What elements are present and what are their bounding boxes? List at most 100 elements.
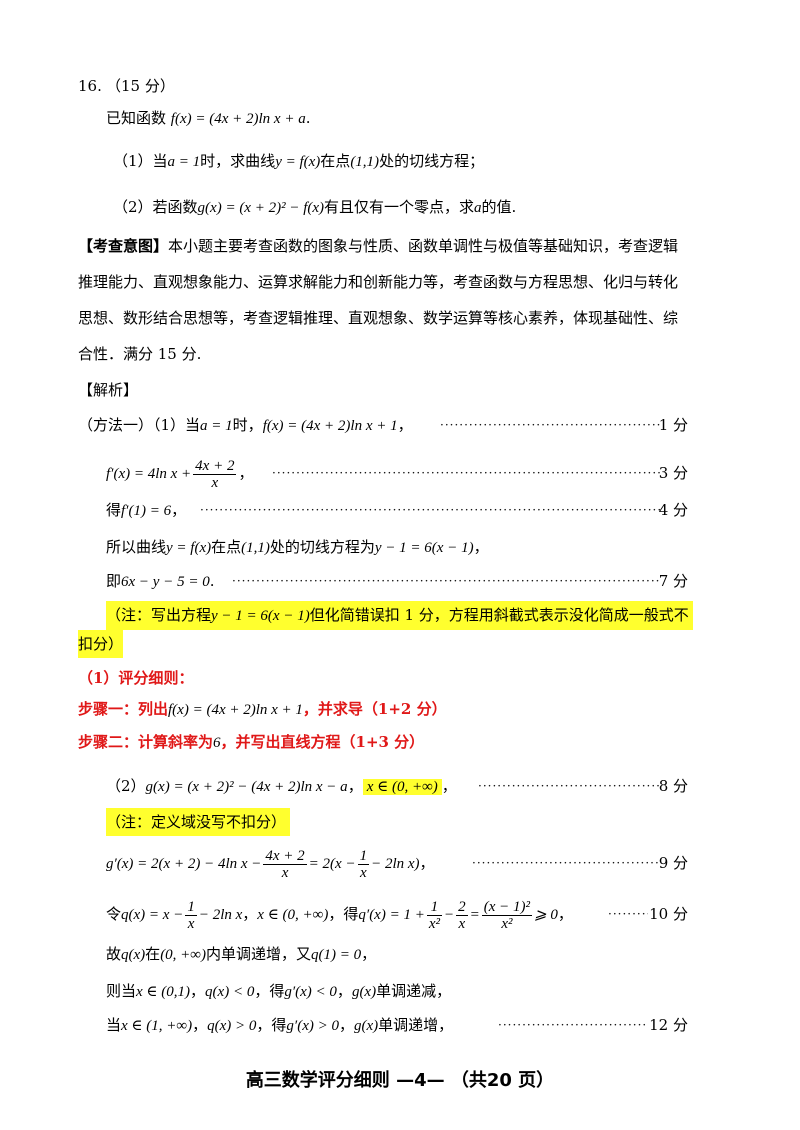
s4-at: 在点 [211,538,242,556]
mono-q: q(x) [121,947,146,963]
q1-cond: a = 1 [167,154,201,170]
monotonic-line: 故q(x)在(0, +∞)内单调递增，又q(1) = 0， [0,940,800,968]
dot-leader: ········································… [472,856,660,870]
s3-prefix: 得 [106,501,122,519]
q-domain: x ∈ (0, +∞) [257,907,329,923]
mono-b: 在 [145,945,161,963]
score-mark: 10 分 [649,905,688,923]
case-2-line: 当x ∈ (1, +∞)，q(x) > 0，得g′(x) > 0，g(x)单调递… [0,1011,800,1039]
fraction-den: x [211,474,219,491]
rubric-step1-a: 步骤一：列出 [78,700,169,718]
q-ge: ⩾ 0 [534,907,558,923]
q2-mid: 有且仅有一个零点，求 [324,198,475,216]
rubric-step2-a: 步骤二：计算斜率为 [78,733,214,751]
mono-a: 故 [106,945,122,963]
q2-prefix: （2）若函数 [113,198,198,216]
rubric-step1-eq: f(x) = (4x + 2)ln x + 1 [168,702,303,718]
question-2: （2）若函数g(x) = (x + 2)² − f(x)有且仅有一个零点，求a的… [0,193,800,221]
intent-line-1: 【考查意图】本小题主要考查函数的图象与性质、函数单调性与极值等基础知识，考查逻辑 [0,232,800,260]
score-mark: 12 分 [649,1016,688,1034]
mono-d: ， [361,945,377,963]
case2-a: 当 [106,1016,122,1034]
dot-leader: ········································… [440,418,660,432]
q2-var: a [474,200,482,216]
fraction-den: x [359,864,367,881]
case2-q: q(x) > 0 [207,1018,257,1034]
s4-eq: y − 1 = 6(x − 1) [374,540,474,556]
fraction-den: x [458,915,466,932]
fraction-num: 2 [456,898,468,916]
rubric-title: （1）评分细则： [0,664,800,692]
intent-text-3: 思想、数形结合思想等，考查逻辑推理、直观想象、数学运算等核心素养，体现基础性、综 [78,309,679,327]
score-mark: 9 分 [658,854,688,872]
q2-formula: g(x) = (x + 2)² − f(x) [197,200,325,216]
fraction-den: x² [428,915,440,932]
fraction-num: 4x + 2 [263,847,307,865]
rubric-step2-b: ，并写出直线方程（1+3 分） [220,733,425,751]
problem-header: 16. （15 分） [0,72,800,100]
dot-leader: ········································… [200,503,660,517]
solution-line-1: （方法一）（1）当a = 1时，f(x) = (4x + 2)ln x + 1，… [0,411,800,439]
rubric-step1-b: ，并求导（1+2 分） [302,700,447,718]
intent-line-3: 思想、数形结合思想等，考查逻辑推理、直观想象、数学运算等核心素养，体现基础性、综 [0,304,800,332]
solution-line-5: 即6x − y − 5 = 0. ·······················… [0,567,800,595]
mono-int: (0, +∞) [160,947,206,963]
note-1-line-2: 扣分） [0,630,800,658]
mono-c: 内单调递增，又 [206,945,312,963]
case1-g: g′(x) < 0 [284,984,337,1000]
stem-prefix: 已知函数 [106,109,167,127]
p2-domain: x ∈ (0, +∞) [362,779,442,795]
score-mark: 8 分 [658,777,688,795]
note1-c: 扣分） [78,630,124,658]
fraction-den: x [187,915,195,932]
s4-end: ， [473,538,489,556]
score-mark: 7 分 [658,572,688,590]
s5-prefix: 即 [106,572,122,590]
fraction-num: 1 [426,899,442,916]
q-prefix: 令 [106,905,122,923]
note1-a: （注：写出方程 [106,606,212,624]
mono-q1: q(1) = 0 [311,947,362,963]
score-mark: 3 分 [658,464,688,482]
intent-text-4: 合性．满分 15 分. [78,345,202,363]
rubric-step-2: 步骤二：计算斜率为6，并写出直线方程（1+3 分） [0,728,800,756]
s1-cond: a = 1 [200,418,233,434]
case1-b: 得 [269,982,285,1000]
q1-curve: y = f(x) [275,154,321,170]
note-2: （注：定义域没写不扣分） [0,808,800,836]
intent-label: 【考查意图】 [78,237,169,255]
q1-mid: 时，求曲线 [200,152,276,170]
q-deriv: q′(x) = 1 + [358,907,425,923]
s1-mid: 时， [232,416,263,434]
dot-leader: ········································… [478,779,660,793]
part-2-line-1: （2）g(x) = (x + 2)² − (4x + 2)ln x − a，x … [0,772,800,800]
q1-at: 在点 [320,152,351,170]
dot-leader: ········································… [498,1018,648,1032]
s1-formula: f(x) = (4x + 2)ln x + 1 [262,418,398,434]
intent-text-2: 推理能力、直观想象能力、运算求解能力和创新能力等，考查函数与方程思想、化归与转化 [78,273,679,291]
fraction-den: x² [501,915,513,932]
s2-formula: f′(x) = 4ln x + [106,466,192,482]
s5-eq: 6x − y − 5 = 0 [121,574,210,590]
fraction-den: x [281,864,289,881]
case1-c: 单调递减， [376,982,452,1000]
q-formula: q(x) = x − [121,907,184,923]
rubric-title-text: （1）评分细则： [78,669,194,687]
intent-line-2: 推理能力、直观想象能力、运算求解能力和创新能力等，考查函数与方程思想、化归与转化 [0,268,800,296]
dot-leader: ············ [608,907,648,921]
dot-leader: ········································… [232,574,660,588]
score-mark: 1 分 [658,416,688,434]
p2-prefix: （2） [106,777,146,795]
page-footer: 高三数学评分细则 —4— （共20 页） [245,1070,555,1091]
stem-suffix: . [305,109,311,127]
solution-line-3: 得f′(1) = 6， ····························… [0,496,800,524]
s1-prefix: （方法一）（1）当 [78,416,201,434]
rubric-step2-val: 6 [213,735,221,751]
case-1-line: 则当x ∈ (0,1)，q(x) < 0，得g′(x) < 0，g(x)单调递减… [106,982,452,1000]
case2-g: g′(x) > 0 [286,1018,339,1034]
